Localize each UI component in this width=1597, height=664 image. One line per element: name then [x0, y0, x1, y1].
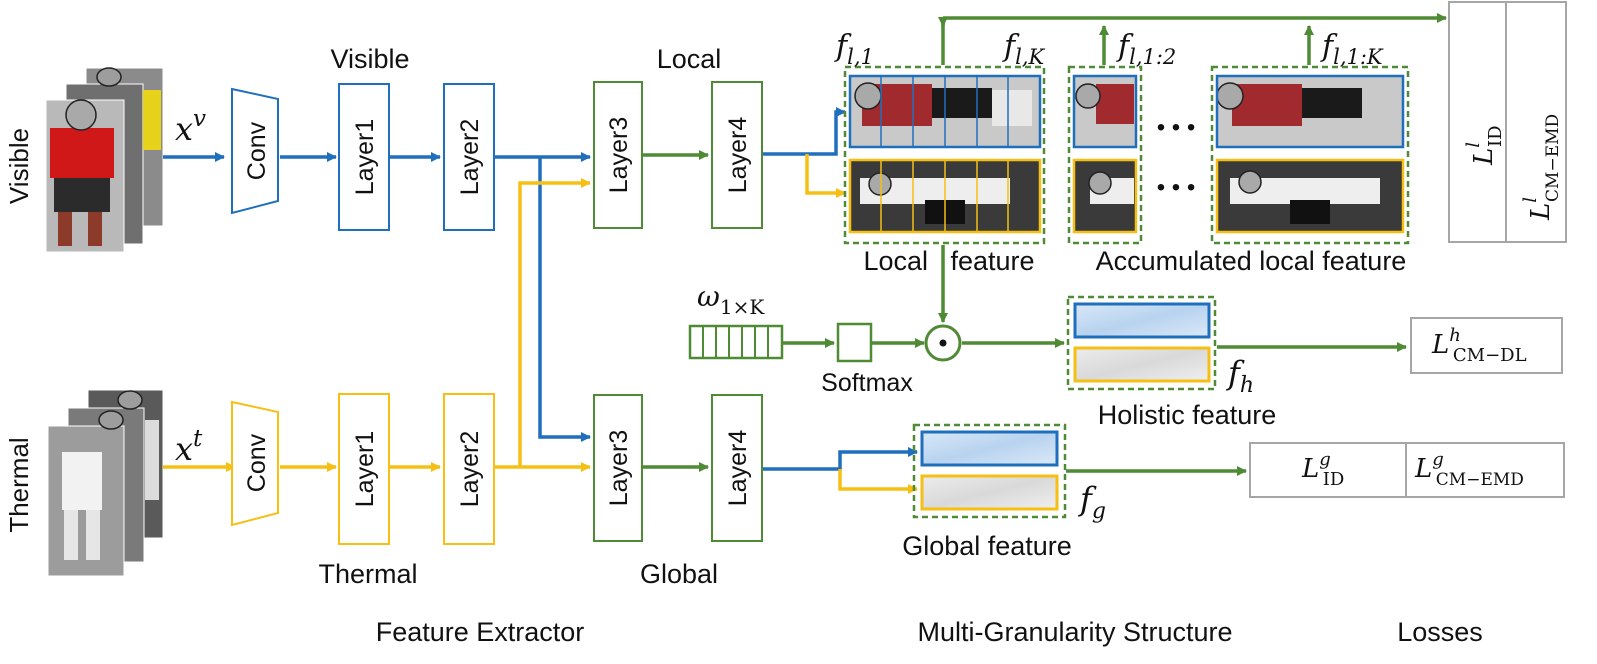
softmax-block	[836, 322, 873, 363]
ellipsis-top: • • •	[1157, 114, 1196, 141]
thermal-conv-block: Conv	[231, 400, 279, 527]
visible-layer1-label: Layer1	[351, 119, 379, 195]
accumulated-feature-caption: Accumulated local feature	[1096, 246, 1407, 276]
thermal-layer2-block	[443, 393, 495, 545]
local-branch-label: Local	[657, 44, 722, 74]
global-layer3-block	[593, 394, 643, 542]
global-branch-label: Global	[640, 559, 718, 589]
f-l1K-symbol: fl,1:K	[1320, 29, 1384, 69]
thermal-layer1-label: Layer1	[351, 431, 379, 507]
f-l12-symbol: fl,1:2	[1116, 29, 1176, 69]
visible-layer2-block	[443, 83, 495, 231]
visible-branch-label: Visible	[330, 44, 409, 74]
global-feature-caption: Global feature	[902, 531, 1072, 561]
local-layer3-block	[593, 81, 643, 229]
thermal-layer1-block	[338, 393, 390, 545]
shared-path-arrows	[642, 13, 1447, 476]
thermal-layer2-label: Layer2	[456, 431, 484, 507]
ellipsis-bottom: • • •	[1157, 174, 1196, 201]
local-loss-box	[1448, 1, 1567, 243]
global-feature-group	[912, 423, 1067, 519]
holistic-loss-box	[1410, 317, 1563, 374]
local-layer4-block	[711, 81, 763, 229]
f-l1-symbol: fl,1	[834, 29, 874, 69]
f-h-symbol: fh	[1226, 354, 1254, 398]
visible-input-symbol: xv	[175, 106, 206, 148]
global-layer4-label: Layer4	[724, 430, 752, 507]
thermal-conv-label: Conv	[243, 433, 271, 492]
local-feature-group	[843, 65, 1046, 245]
holistic-feature-caption: Holistic feature	[1098, 400, 1277, 430]
visible-layer1-block	[338, 83, 390, 231]
row-label-thermal: Thermal	[4, 437, 34, 532]
weight-vector	[688, 324, 784, 360]
local-feature-caption: Local feature	[863, 246, 1034, 276]
local-layer4-label: Layer4	[724, 117, 752, 194]
accumulated-feature-group-K	[1210, 65, 1410, 245]
visible-conv-block: Conv	[231, 87, 279, 215]
f-g-symbol: fg	[1078, 480, 1106, 524]
loss-id-local: LlID	[1463, 125, 1506, 166]
visible-input-images	[45, 67, 164, 253]
holistic-feature-group	[1066, 295, 1217, 391]
thermal-path-arrows	[163, 154, 918, 494]
row-label-visible: Visible	[4, 128, 34, 204]
section-feature-extractor: Feature Extractor	[376, 617, 585, 647]
global-loss-box	[1249, 442, 1565, 498]
elementwise-product-op	[924, 324, 962, 362]
global-layer4-block	[711, 394, 763, 542]
thermal-branch-label: Thermal	[318, 559, 417, 589]
softmax-label: Softmax	[821, 369, 913, 397]
omega-symbol: ω1×K	[697, 280, 765, 319]
f-lK-symbol: fl,K	[1002, 29, 1046, 69]
visible-conv-label: Conv	[243, 121, 271, 180]
thermal-input-symbol: xt	[175, 426, 203, 468]
accumulated-feature-group-2	[1067, 65, 1143, 245]
global-layer3-label: Layer3	[605, 430, 633, 506]
local-layer3-label: Layer3	[605, 117, 633, 193]
visible-layer2-label: Layer2	[456, 119, 484, 195]
thermal-input-images	[47, 389, 164, 577]
visible-path-arrows	[163, 107, 918, 471]
section-multi-granularity: Multi-Granularity Structure	[917, 617, 1232, 647]
section-losses: Losses	[1397, 617, 1483, 647]
